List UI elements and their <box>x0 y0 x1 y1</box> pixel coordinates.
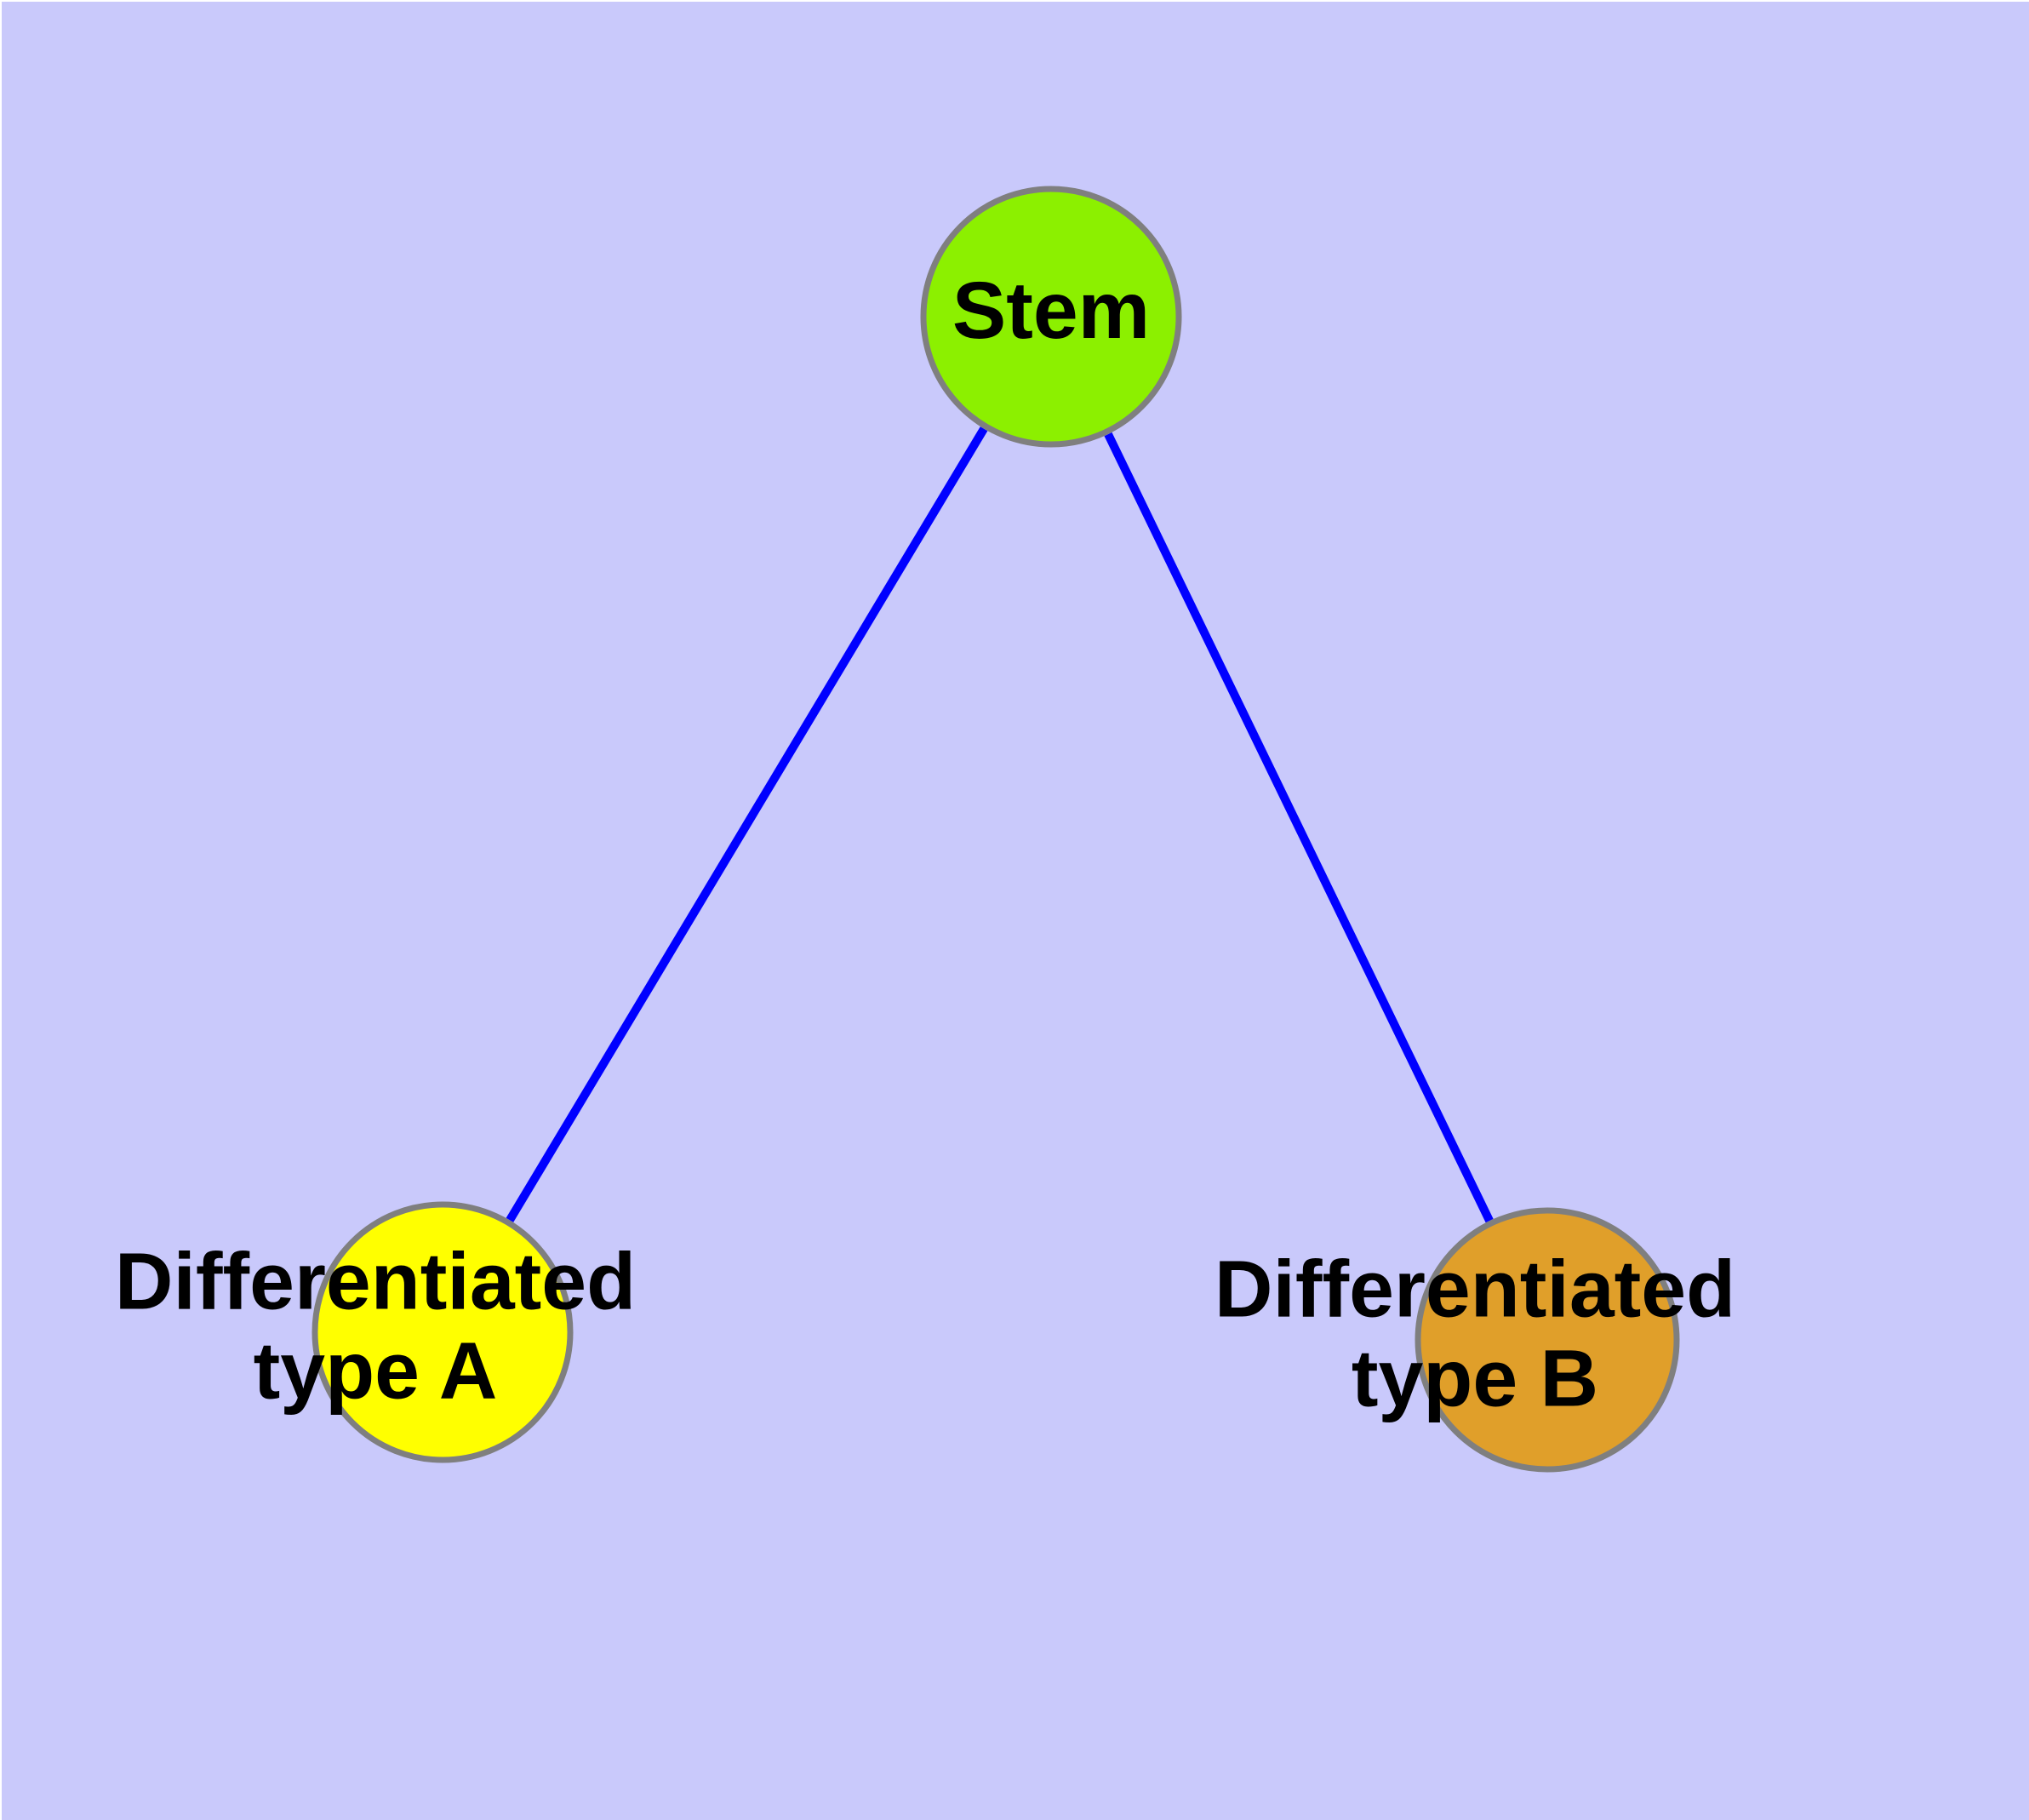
graph-node-label-line: type A <box>254 1326 498 1417</box>
graph-node-label-line: type B <box>1352 1334 1598 1424</box>
graph-node-diff-a[interactable] <box>311 1201 574 1463</box>
nodes-layer <box>311 186 1680 1473</box>
graph-node-label-line: Stem <box>952 266 1150 356</box>
graph-node-label-stem: Stem <box>952 266 1150 356</box>
graph-edge-stem-to-diff-b[interactable] <box>1104 432 1494 1223</box>
graph-edge-stem-to-diff-a[interactable] <box>506 426 988 1222</box>
graph-node-stem[interactable] <box>920 186 1182 448</box>
graph-node-label-line: Differentiated <box>1215 1245 1735 1335</box>
graph-node-label-line: Differentiated <box>115 1237 636 1327</box>
graph-node-diff-b[interactable] <box>1415 1207 1680 1473</box>
edges-layer <box>506 426 1494 1223</box>
